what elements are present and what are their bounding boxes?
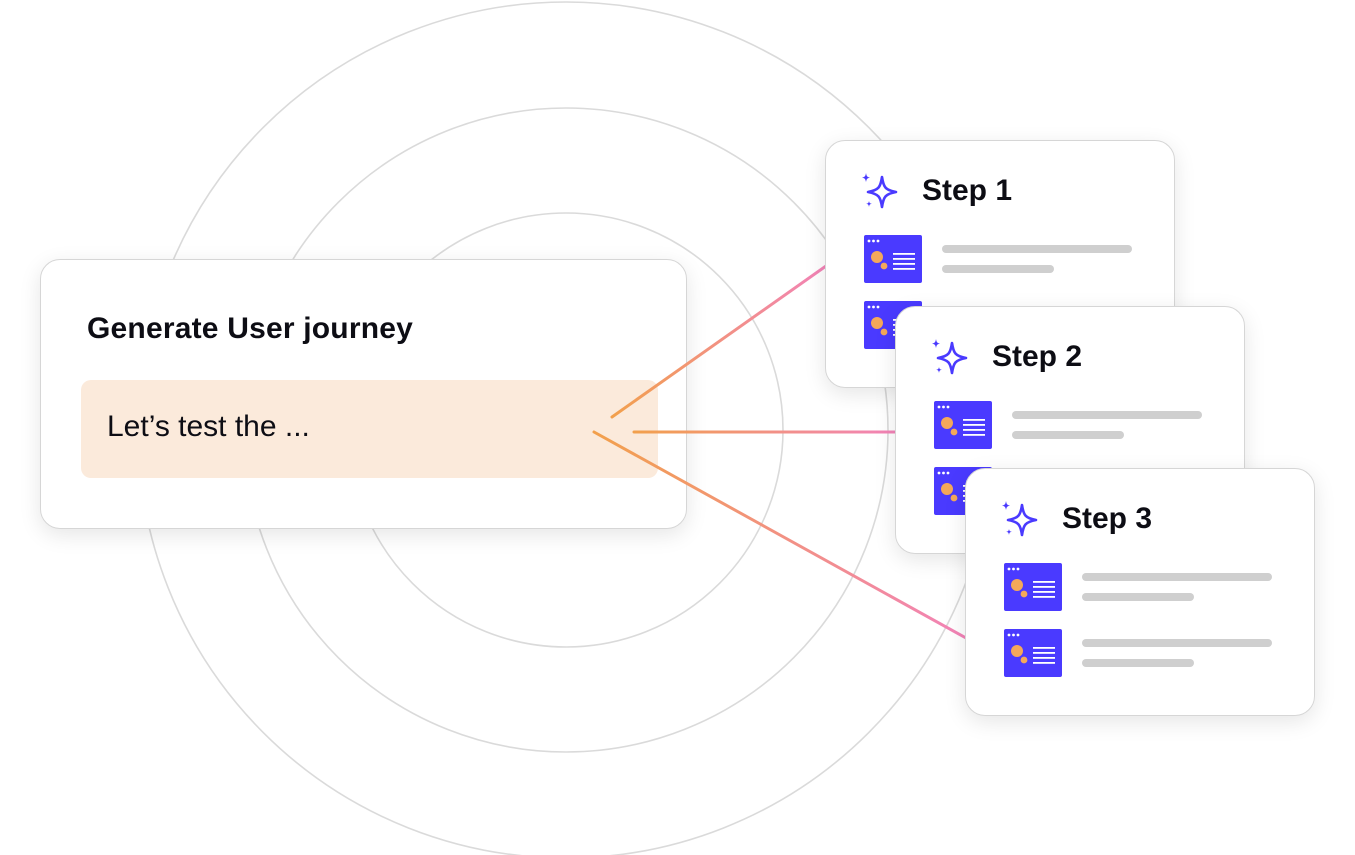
placeholder-line [1082, 573, 1272, 581]
placeholder-line [1082, 659, 1194, 667]
step-header: Step 3 [1000, 499, 1152, 539]
step-card-3[interactable]: Step 3 [965, 468, 1315, 716]
step-item [1004, 629, 1304, 677]
placeholder-line [1012, 411, 1202, 419]
step-item [864, 235, 1164, 283]
sparkle-icon [932, 339, 968, 375]
step-item [934, 401, 1234, 449]
generate-card-title: Generate User journey [87, 312, 413, 345]
screen-thumbnail-icon [934, 401, 992, 449]
generate-card: Generate User journey Let’s test the ... [40, 259, 687, 529]
step-item [1004, 563, 1304, 611]
connector-step-3 [592, 430, 968, 640]
screen-thumbnail-icon [1004, 563, 1062, 611]
placeholder-line [1082, 593, 1194, 601]
screen-thumbnail-icon [864, 235, 922, 283]
step-title: Step 2 [992, 340, 1083, 373]
step-title: Step 1 [922, 174, 1013, 207]
screen-thumbnail-icon [1004, 629, 1062, 677]
placeholder-line [942, 245, 1132, 253]
step-header: Step 2 [930, 337, 1082, 377]
sparkle-icon [862, 173, 898, 209]
placeholder-line [1082, 639, 1272, 647]
connector-step-1 [610, 264, 828, 419]
step-title: Step 3 [1062, 502, 1153, 535]
placeholder-line [942, 265, 1054, 273]
prompt-text: Let’s test the ... [107, 410, 310, 443]
prompt-input[interactable]: Let’s test the ... [81, 380, 658, 478]
step-header: Step 1 [860, 171, 1012, 211]
sparkle-icon [1002, 501, 1038, 537]
placeholder-line [1012, 431, 1124, 439]
